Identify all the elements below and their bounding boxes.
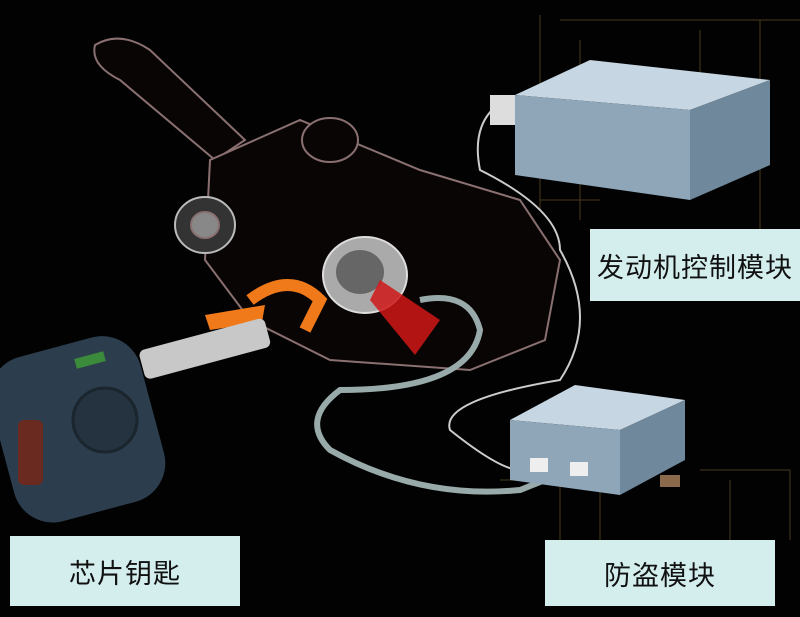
signal-beam xyxy=(370,280,440,355)
ignition-lock-cylinder xyxy=(322,236,440,355)
chip-key-label: 芯片钥匙 xyxy=(10,536,240,606)
cables xyxy=(314,99,581,495)
engine-control-module-box xyxy=(490,60,770,200)
rotation-arrow-icon xyxy=(246,279,328,333)
immobilizer-module-box xyxy=(510,385,685,495)
immobilizer-module-label: 防盗模块 xyxy=(545,540,775,606)
steering-column-assembly xyxy=(93,37,562,372)
chip-key xyxy=(0,318,271,523)
engine-control-module-label: 发动机控制模块 xyxy=(590,229,800,301)
